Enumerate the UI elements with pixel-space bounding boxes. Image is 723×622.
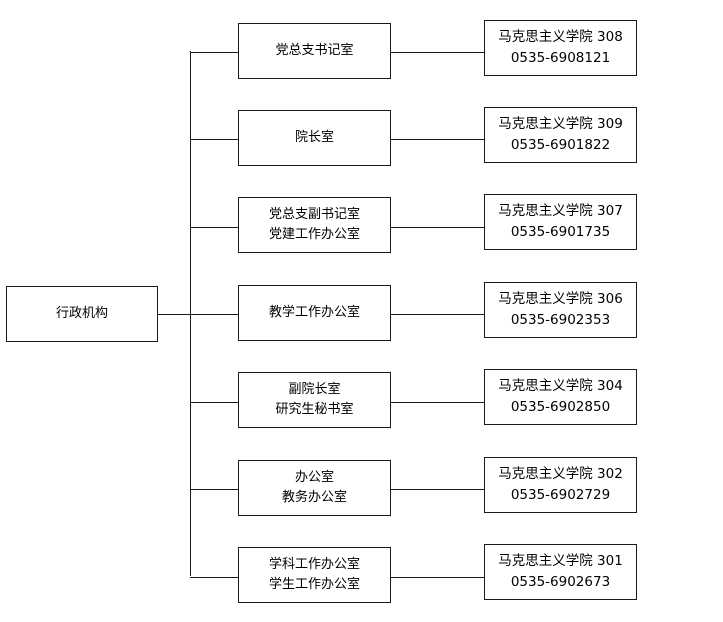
contact-phone: 0535-6902353 xyxy=(510,312,611,328)
contact-phone: 0535-6901822 xyxy=(510,137,611,153)
root-label: 行政机构 xyxy=(55,306,108,321)
dept-label-line-1: 党总支副书记室 xyxy=(268,207,360,222)
root-box-administrative-organization: 行政机构 xyxy=(6,286,158,342)
dept-box-general-office: 办公室 教务办公室 xyxy=(238,460,391,516)
dept-box-vice-dean: 副院长室 研究生秘书室 xyxy=(238,372,391,428)
contact-room: 马克思主义学院 308 xyxy=(498,29,623,45)
contact-box-general-office: 马克思主义学院 302 0535-6902729 xyxy=(484,457,637,513)
contact-phone: 0535-6901735 xyxy=(510,224,611,240)
contact-room: 马克思主义学院 302 xyxy=(498,466,623,482)
contact-room: 马克思主义学院 309 xyxy=(498,116,623,132)
dept-label-line-2: 学生工作办公室 xyxy=(268,577,360,592)
contact-box-party-secretary: 马克思主义学院 308 0535-6908121 xyxy=(484,20,637,76)
branch-lines xyxy=(190,52,484,578)
dept-label-line-1: 教学工作办公室 xyxy=(268,305,360,320)
dept-box-deputy-party-secretary: 党总支副书记室 党建工作办公室 xyxy=(238,197,391,253)
dept-label-line-1: 副院长室 xyxy=(288,382,341,397)
dept-label-line-2: 研究生秘书室 xyxy=(275,402,354,417)
contact-box-discipline-student-office: 马克思主义学院 301 0535-6902673 xyxy=(484,544,637,600)
contact-box-dean: 马克思主义学院 309 0535-6901822 xyxy=(484,107,637,163)
contact-box-teaching-office: 马克思主义学院 306 0535-6902353 xyxy=(484,282,637,338)
dept-box-dean: 院长室 xyxy=(238,110,391,166)
dept-box-party-secretary: 党总支书记室 xyxy=(238,23,391,79)
contact-phone: 0535-6902673 xyxy=(510,574,611,590)
contact-room: 马克思主义学院 306 xyxy=(498,291,623,307)
dept-label-line-1: 学科工作办公室 xyxy=(268,557,360,572)
contact-phone: 0535-6908121 xyxy=(510,50,611,66)
dept-label-line-2: 党建工作办公室 xyxy=(268,227,360,242)
contact-phone: 0535-6902850 xyxy=(510,399,611,415)
contact-phone: 0535-6902729 xyxy=(510,487,611,503)
dept-label-line-1: 院长室 xyxy=(294,130,334,145)
contact-box-deputy-party-secretary: 马克思主义学院 307 0535-6901735 xyxy=(484,194,637,250)
dept-label-line-2: 教务办公室 xyxy=(281,490,347,505)
dept-label-line-1: 党总支书记室 xyxy=(275,43,354,58)
contact-room: 马克思主义学院 301 xyxy=(498,553,623,569)
contact-room: 马克思主义学院 307 xyxy=(498,203,623,219)
dept-box-teaching-office: 教学工作办公室 xyxy=(238,285,391,341)
contact-room: 马克思主义学院 304 xyxy=(498,378,623,394)
contact-box-vice-dean: 马克思主义学院 304 0535-6902850 xyxy=(484,369,637,425)
dept-label-line-1: 办公室 xyxy=(294,470,334,485)
dept-box-discipline-student-office: 学科工作办公室 学生工作办公室 xyxy=(238,547,391,603)
